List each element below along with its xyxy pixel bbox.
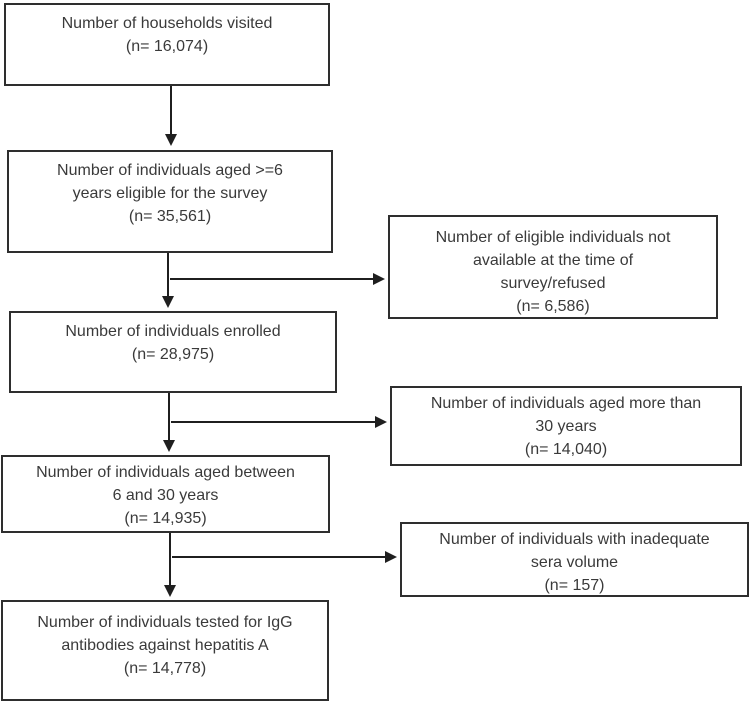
box-text-line: Number of individuals tested for IgG <box>37 614 293 631</box>
box-n-value: (n= 157) <box>544 577 605 594</box>
box-not-available-or-refused: Number of eligible individuals not avail… <box>388 215 718 319</box>
box-enrolled: Number of individuals enrolled (n= 28,97… <box>9 311 337 393</box>
box-text-line: Number of individuals aged more than <box>430 395 702 412</box>
box-text-line: Number of eligible individuals not <box>435 229 671 246</box>
box-text-line: available at the time of <box>472 252 634 269</box>
box-n-value: (n= 6,586) <box>516 298 590 315</box>
box-n-value: (n= 14,935) <box>124 510 207 527</box>
box-aged-more-than-30: Number of individuals aged more than 30 … <box>390 386 742 466</box>
box-text-line: 30 years <box>535 418 597 435</box>
box-n-value: (n= 14,040) <box>524 441 608 458</box>
box-n-value: (n= 14,778) <box>123 660 207 677</box>
box-text-line: Number of individuals enrolled <box>65 323 281 340</box>
box-aged-between-6-and-30: Number of individuals aged between 6 and… <box>1 455 330 533</box>
box-text-line: Number of individuals aged >=6 <box>57 162 283 179</box>
box-text-line: survey/refused <box>500 275 606 292</box>
box-n-value: (n= 16,074) <box>125 38 209 55</box>
box-text-line: 6 and 30 years <box>112 487 219 504</box>
box-text-line: antibodies against hepatitis A <box>61 637 269 654</box>
box-text-line: sera volume <box>530 554 619 571</box>
box-text-line: Number of households visited <box>61 15 273 32</box>
box-n-value: (n= 28,975) <box>131 346 215 363</box>
box-n-value: (n= 35,561) <box>128 208 212 225</box>
box-text-line: years eligible for the survey <box>72 185 268 202</box>
box-tested-for-igg: Number of individuals tested for IgG ant… <box>1 600 329 701</box>
box-households-visited: Number of households visited (n= 16,074) <box>4 3 330 86</box>
box-text-line: Number of individuals aged between <box>36 464 295 481</box>
box-text-line: Number of individuals with inadequate <box>439 531 710 548</box>
box-eligible-for-survey: Number of individuals aged >=6 years eli… <box>7 150 333 253</box>
box-inadequate-sera-volume: Number of individuals with inadequate se… <box>400 522 749 597</box>
